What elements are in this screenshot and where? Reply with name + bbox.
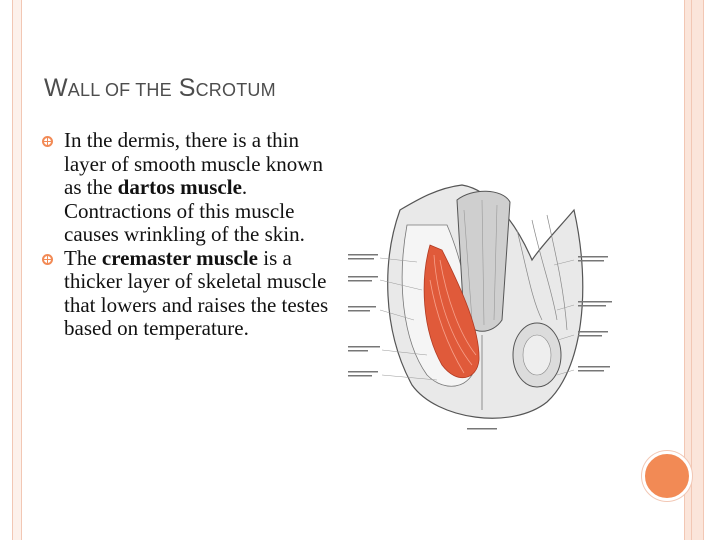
title-initial-s: S: [178, 74, 196, 102]
right-decorative-frame: [684, 0, 704, 540]
bullet-1-bold: dartos muscle: [117, 175, 242, 199]
left-decorative-frame: [12, 0, 22, 540]
bullet-1-text-post: . Contractions of this muscle causes wri…: [64, 175, 305, 246]
bullet-list: In the dermis, there is a thin layer of …: [42, 128, 342, 341]
label-placeholders: [348, 254, 612, 430]
accent-circle: [642, 451, 692, 501]
bullet-icon: [42, 136, 53, 147]
right-testis-inner: [522, 334, 552, 376]
shaft-shading: [463, 199, 498, 326]
right-tissue-layers: [516, 214, 568, 331]
bullet-icon: [42, 253, 53, 265]
cremaster-fibers: [429, 254, 477, 374]
bullet-2-bold: cremaster muscle: [101, 245, 258, 270]
scrotum-anatomy-illustration: [348, 184, 612, 430]
cremaster-muscle: [423, 244, 480, 379]
bullet-item-1: In the dermis, there is a thin layer of …: [42, 128, 342, 247]
bullet-2-text-post: is a thicker layer of skeletal muscle th…: [64, 245, 329, 340]
title-segment-1: ALL OF THE: [67, 80, 172, 100]
slide-title: WALL OF THE SCROTUM: [44, 74, 276, 103]
label-leaders: [379, 257, 575, 381]
title-initial-w: W: [44, 74, 68, 102]
bullet-2-text-pre: The: [64, 245, 102, 270]
bullet-item-2: The cremaster muscle is a thicker layer …: [42, 245, 342, 341]
bullet-1-text-pre: In the dermis, there is a thin layer of …: [64, 128, 323, 199]
title-segment-2: CROTUM: [195, 80, 276, 100]
